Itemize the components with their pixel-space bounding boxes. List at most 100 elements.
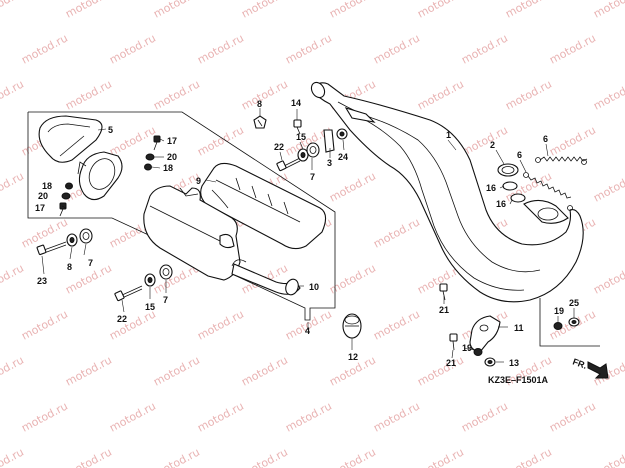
watermark-text: motod.ru	[151, 353, 202, 388]
spring-6-lower[interactable]	[523, 172, 573, 211]
nut-24[interactable]	[336, 128, 348, 140]
watermark-text: motod.ru	[0, 445, 26, 468]
watermark-text: motod.ru	[63, 0, 114, 21]
bracket-part-11[interactable]	[469, 315, 501, 353]
watermark-text: motod.ru	[63, 445, 114, 468]
bracket-3[interactable]	[323, 129, 335, 153]
callout-labels: 1 2 3 4 5 6 6 7 7 7 8 8 9 10 11 12 13 14…	[35, 98, 579, 368]
watermark-text: motod.ru	[239, 353, 290, 388]
callout-5: 5	[108, 125, 113, 135]
watermark-text: motod.ru	[0, 353, 26, 388]
callout-9: 9	[196, 176, 201, 186]
watermark-text: motod.ru	[107, 123, 158, 158]
callout-22-upper: 22	[274, 142, 284, 152]
gasket-ring-part-2[interactable]	[497, 163, 519, 177]
watermark-text: motod.ru	[107, 399, 158, 434]
watermark-text: motod.ru	[547, 31, 598, 66]
ring-16-lower[interactable]	[510, 193, 526, 203]
watermark-text: motod.ru	[107, 307, 158, 342]
callout-10: 10	[309, 282, 319, 292]
right-parts-frame	[539, 298, 600, 347]
watermark-text: motod.ru	[195, 307, 246, 342]
front-direction-arrow	[587, 361, 609, 379]
callout-13: 13	[509, 358, 519, 368]
watermark-text: motod.ru	[283, 31, 334, 66]
grommet-7-lower[interactable]	[159, 264, 173, 280]
end-cap-part-5[interactable]	[38, 115, 103, 163]
callout-6-lower: 6	[517, 150, 522, 160]
callout-7-lower: 7	[163, 295, 168, 305]
watermark-text: motod.ru	[371, 399, 422, 434]
callout-7-left: 7	[88, 258, 93, 268]
watermark-text: motod.ru	[0, 0, 26, 21]
callout-1: 1	[446, 130, 451, 140]
watermark-text: motod.ru	[151, 77, 202, 112]
watermark-text: motod.ru	[591, 261, 625, 296]
bolt-21-upper[interactable]	[439, 283, 448, 301]
bolt-17-top[interactable]	[153, 135, 161, 151]
callout-21-upper: 21	[439, 305, 449, 315]
heat-shield-part-9[interactable]	[200, 162, 327, 250]
watermark-text: motod.ru	[503, 77, 554, 112]
collar-8-left[interactable]	[66, 233, 78, 247]
watermark-text: motod.ru	[19, 307, 70, 342]
watermark-text: motod.ru	[327, 169, 378, 204]
callout-20-left: 20	[38, 191, 48, 201]
bolt-14[interactable]	[293, 119, 302, 135]
grommet-7-upper[interactable]	[306, 142, 320, 158]
expansion-chamber-part-1[interactable]	[309, 80, 584, 303]
watermark-text: motod.ru	[459, 399, 510, 434]
washer-20-top[interactable]	[145, 153, 155, 161]
watermark-text: motod.ru	[327, 445, 378, 468]
watermark-text: motod.ru	[239, 0, 290, 21]
watermark-text: motod.ru	[19, 31, 70, 66]
nut-25[interactable]	[568, 317, 580, 327]
watermark-text: motod.ru	[371, 31, 422, 66]
callout-19-right: 19	[554, 306, 564, 316]
watermark-text: motod.ru	[151, 445, 202, 468]
callout-18-top: 18	[163, 163, 173, 173]
callout-8-left: 8	[67, 262, 72, 272]
nut-18-top[interactable]	[144, 163, 152, 171]
front-direction-label: FR.	[571, 356, 588, 370]
bolt-17-left[interactable]	[59, 202, 67, 217]
bolt-22-lower[interactable]	[114, 285, 143, 302]
spring-6-upper[interactable]	[535, 156, 588, 165]
ring-16-upper[interactable]	[502, 181, 518, 191]
callout-7-upper: 7	[310, 172, 315, 182]
watermark-text: motod.ru	[107, 31, 158, 66]
watermark-text: motod.ru	[415, 353, 466, 388]
callout-6-upper: 6	[543, 134, 548, 144]
watermark-text: motod.ru	[195, 123, 246, 158]
watermark-text: motod.ru	[195, 31, 246, 66]
bolt-21-lower[interactable]	[449, 333, 458, 351]
grommet-part-12[interactable]	[342, 313, 362, 339]
callout-15-upper: 15	[296, 132, 306, 142]
muffler-part-4[interactable]	[143, 185, 301, 297]
bolt-22-upper[interactable]	[276, 157, 301, 172]
callout-20-top: 20	[167, 152, 177, 162]
callout-15-lower: 15	[145, 302, 155, 312]
bolt-8-top[interactable]	[253, 115, 267, 129]
diagram-code: KZ3E–F1501A	[488, 375, 549, 385]
callout-11: 11	[514, 323, 524, 333]
nut-13[interactable]	[484, 357, 496, 367]
watermark-text: motod.ru	[239, 445, 290, 468]
grommet-7-left[interactable]	[79, 228, 93, 244]
baffle-ring[interactable]	[77, 151, 123, 201]
watermark-text: motod.ru	[371, 307, 422, 342]
washer-20-left[interactable]	[61, 192, 71, 200]
collar-19-right[interactable]	[553, 322, 563, 330]
collar-19-left[interactable]	[473, 348, 483, 356]
callout-16-lower: 16	[496, 199, 506, 209]
callout-8-top: 8	[257, 99, 262, 109]
collar-15-lower[interactable]	[144, 273, 156, 287]
bolt-23[interactable]	[36, 241, 67, 256]
callout-18-left: 18	[42, 181, 52, 191]
watermark-text: motod.ru	[547, 399, 598, 434]
watermark-text: motod.ru	[63, 77, 114, 112]
watermark-text: motod.ru	[547, 123, 598, 158]
callout-19-left: 19	[462, 343, 472, 353]
watermark-text: motod.ru	[151, 0, 202, 21]
